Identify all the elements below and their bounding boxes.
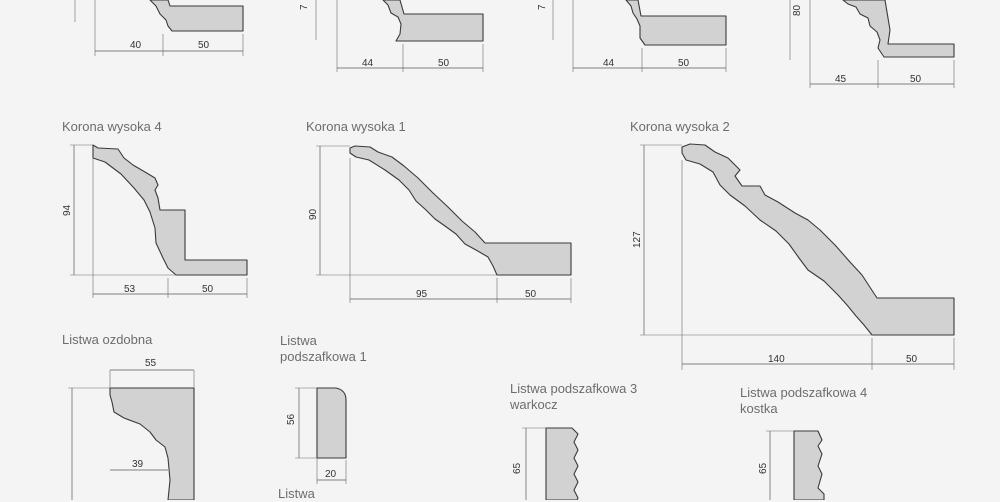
dim-height: 7 — [537, 4, 548, 10]
dim-width-2: 50 — [198, 40, 210, 51]
korona-wysoka-1-profile: 90 95 50 — [308, 145, 572, 303]
listwa-ozdobna-profile: 55 39 — [68, 358, 195, 500]
dim-height: 80 — [792, 4, 803, 16]
title-line-2: warkocz — [510, 397, 558, 412]
title-line-1: Listwa podszafkowa 3 — [510, 381, 638, 396]
dim-height: 65 — [512, 462, 523, 474]
listwa-podszafkowa-3-title: Listwa podszafkowa 3 warkocz — [510, 381, 637, 413]
dim-width-top: 55 — [145, 358, 157, 369]
dim-width-2: 50 — [910, 74, 922, 85]
dim-width-inner: 39 — [132, 459, 144, 470]
dim-width-1: 40 — [130, 40, 142, 51]
title-line-2: kostka — [740, 401, 778, 416]
dim-width-2: 50 — [678, 58, 690, 69]
korona-wysoka-4-profile: 94 53 50 — [62, 144, 248, 298]
top-profile-1: 40 50 — [74, 0, 244, 56]
listwa-podszafkowa-3-profile: 65 — [512, 427, 579, 500]
korona-wysoka-1-title: Korona wysoka 1 — [306, 119, 406, 134]
title-line-2: podszafkowa 1 — [280, 349, 367, 364]
dim-width-1: 45 — [835, 74, 847, 85]
listwa-ozdobna-title: Listwa ozdobna — [62, 332, 153, 347]
dim-width-2: 50 — [525, 289, 537, 300]
korona-wysoka-2-profile: 127 140 50 — [632, 143, 955, 370]
listwa-bottom-title: Listwa — [278, 486, 315, 501]
listwa-podszafkowa-4-title: Listwa podszafkowa 4 kostka — [740, 385, 867, 417]
korona-wysoka-4-title: Korona wysoka 4 — [62, 119, 162, 134]
top-profile-4: 80 45 50 — [789, 0, 955, 88]
dim-width-1: 95 — [416, 289, 428, 300]
dim-height: 56 — [286, 413, 297, 425]
dim-height: 90 — [308, 208, 319, 220]
korona-wysoka-2-title: Korona wysoka 2 — [630, 119, 730, 134]
dim-width-2: 50 — [202, 284, 214, 295]
dim-height: 7 — [299, 4, 310, 10]
dim-width-1: 53 — [124, 284, 136, 295]
dim-width-1: 44 — [603, 58, 615, 69]
top-profile-3: 7 44 50 — [537, 0, 727, 72]
title-line-1: Listwa podszafkowa 4 — [740, 385, 868, 400]
dim-width-1: 44 — [362, 58, 374, 69]
title-line-1: Listwa — [280, 333, 317, 348]
dim-width-2: 50 — [906, 354, 918, 365]
listwa-podszafkowa-1-profile: 56 20 — [286, 387, 347, 484]
top-profile-2: 7 44 50 — [299, 0, 484, 72]
dim-height: 127 — [632, 231, 643, 248]
dim-width-1: 140 — [768, 354, 785, 365]
dim-width: 20 — [325, 469, 337, 480]
dim-width-2: 50 — [438, 58, 450, 69]
dim-height: 65 — [758, 462, 769, 474]
dim-height: 94 — [62, 204, 73, 216]
listwa-podszafkowa-4-profile: 65 — [758, 430, 825, 500]
listwa-podszafkowa-1-title: Listwa podszafkowa 1 — [280, 333, 367, 365]
